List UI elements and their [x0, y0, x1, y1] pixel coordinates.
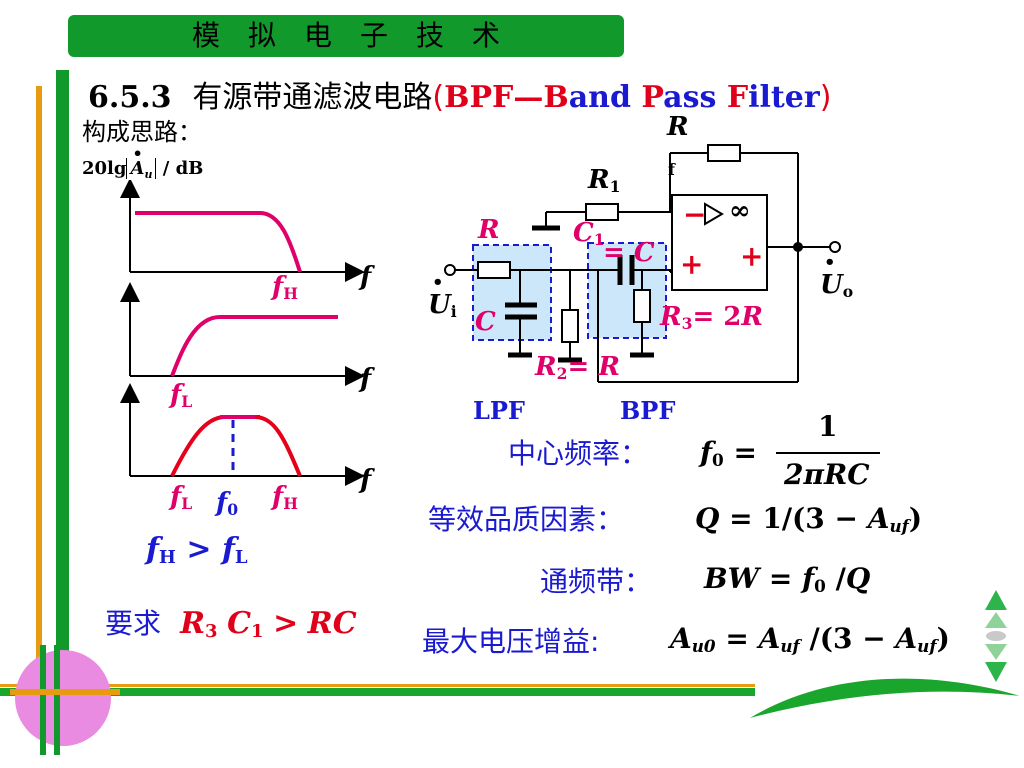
fh-label-3: fH — [272, 482, 298, 513]
rf-sub: f — [668, 160, 675, 179]
decor-bar-green-horizontal — [0, 688, 755, 696]
nav-down-arrow-icon[interactable] — [985, 644, 1007, 682]
rf-label: R — [667, 112, 689, 142]
paren-close: ) — [819, 80, 832, 115]
section-title: 6.5.3 有源带通滤波电路(BPF—Band Pass Filter) — [88, 72, 831, 116]
gain-axis-prefix: 20lg — [82, 158, 127, 179]
bpf-response-plot — [120, 383, 365, 486]
hpf-response-plot — [120, 282, 365, 386]
title-p: P — [641, 80, 664, 115]
title-ass: ass — [663, 80, 717, 115]
decor-bar-orange-horizontal — [0, 684, 755, 687]
lpf-region — [472, 244, 552, 341]
decor-bar-orange-vertical — [36, 86, 42, 696]
bpf-label: BPF — [620, 396, 676, 425]
condition-fh-gt-fl: fH > fL — [146, 532, 248, 568]
condition-requirement: 要求 R3 C1 > RC — [105, 606, 357, 642]
banner-char: 术 — [472, 19, 501, 52]
q-factor-expr: Q = 1/(3 − Auf) — [695, 502, 923, 536]
lpf-label: LPF — [473, 396, 525, 425]
banner-char: 电 — [303, 19, 332, 52]
op-amp — [704, 202, 724, 226]
banner-char: 子 — [360, 19, 389, 52]
frequency-response-plots — [120, 180, 365, 486]
inf-symbol: ∞ — [729, 196, 751, 226]
section-title-cn: 有源带通滤波电路 — [192, 80, 433, 115]
fraction-bar — [776, 452, 880, 454]
center-freq-label: 中心频率： — [508, 437, 649, 470]
title-b: B — [543, 80, 569, 115]
title-and: and — [568, 80, 631, 115]
banner-char: 拟 — [247, 19, 276, 52]
nav-home-icon[interactable] — [986, 631, 1006, 641]
uo-label: •Uo — [820, 252, 854, 301]
center-freq-denominator: 2πRC — [784, 458, 870, 491]
title-f: F — [726, 80, 749, 115]
r-label: R — [478, 215, 500, 245]
minus-symbol: − — [683, 198, 707, 231]
gain-axis-u: u — [144, 168, 153, 181]
fl-label-2: fL — [170, 380, 193, 411]
r2-label: R2= R — [535, 352, 620, 383]
banner-char: 技 — [416, 19, 445, 52]
q-factor-label: 等效品质因素： — [428, 503, 625, 536]
gain-axis-label: 20lg•Au / dB — [82, 144, 204, 181]
nav-up-arrow-icon[interactable] — [985, 590, 1007, 628]
bpf-circuit-diagram — [444, 144, 841, 383]
paren-open: ( — [432, 80, 445, 115]
r3-label: R3= 2R — [660, 302, 764, 333]
slide-nav — [983, 588, 1009, 684]
c-label: C — [475, 307, 496, 337]
title-dash: — — [513, 80, 544, 115]
bandwidth-label: 通频带： — [540, 565, 653, 598]
r1-label: R1 — [588, 165, 621, 196]
section-number: 6.5.3 — [88, 80, 172, 115]
max-gain-expr: Au0 = Auf /(3 − Auf) — [670, 622, 950, 656]
c1-label: C1 — [573, 218, 605, 249]
bpf-region — [587, 242, 667, 339]
decor-bar-green-vertical — [56, 70, 69, 670]
fh-label-1: fH — [272, 272, 298, 303]
f0-label: f0 — [216, 488, 239, 519]
gain-axis-unit: / dB — [162, 158, 204, 179]
decor-circle — [10, 645, 120, 755]
gain-axis-a: A — [130, 158, 145, 179]
center-freq-numerator: 1 — [818, 410, 838, 443]
ui-label: •Ui — [428, 272, 457, 321]
lpf-response-plot — [120, 180, 365, 282]
f-axis-label-1: f — [360, 262, 372, 292]
idea-label: 构成思路： — [82, 118, 202, 146]
course-title-banner: 模拟电子技术 — [68, 15, 624, 57]
title-ilter: ilter — [748, 80, 820, 115]
fl-label-3: fL — [170, 482, 193, 513]
c1-eq-label: = C — [603, 238, 655, 268]
max-gain-label: 最大电压增益: — [422, 625, 600, 658]
requirement-label: 要求 — [105, 607, 162, 640]
title-abbr: BPF — [444, 80, 514, 115]
f-axis-label-2: f — [360, 364, 372, 394]
plus-symbol-input: + — [680, 248, 704, 281]
center-freq-lhs: f0 = — [700, 436, 757, 470]
bandwidth-expr: BW = f0 /Q — [704, 562, 871, 596]
f-axis-label-3: f — [360, 465, 372, 495]
banner-char: 模 — [191, 19, 220, 52]
decor-swoosh — [750, 678, 1020, 718]
plus-symbol-gain: + — [740, 240, 764, 273]
